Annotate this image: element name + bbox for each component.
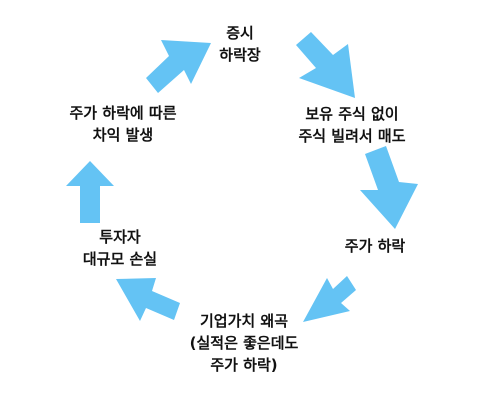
arrow-investorloss-to-profit — [66, 161, 114, 223]
node-line: 하락장 — [219, 46, 261, 64]
node-profit: 주가 하락에 따른 차익 발생 — [69, 102, 176, 146]
node-line: 대규모 손실 — [82, 250, 158, 268]
node-short-sale: 보유 주식 없이 주식 빌려서 매도 — [298, 103, 405, 147]
node-line: 증시 — [226, 24, 254, 42]
node-line: 차익 발생 — [92, 126, 154, 144]
node-line: 주식 빌려서 매도 — [298, 127, 406, 145]
node-value-distortion: 기업가치 왜곡 (실적은 좋은데도 주가 하락) — [190, 310, 299, 376]
arrow-pricedrop-to-distortion — [303, 276, 356, 322]
arrow-profit-to-market — [146, 40, 211, 93]
node-line: 기업가치 왜곡 — [199, 312, 289, 330]
node-line: (실적은 좋은데도 — [189, 334, 299, 352]
node-market-drop: 증시 하락장 — [219, 22, 260, 66]
node-line: 주가 하락 — [344, 237, 406, 255]
arrow-market-to-shortsale — [296, 32, 355, 98]
arrow-distortion-to-investorloss — [116, 278, 180, 321]
node-line: 주가 하락에 따른 — [69, 104, 177, 122]
node-price-drop: 주가 하락 — [345, 235, 405, 257]
node-line: 투자자 — [99, 228, 141, 246]
node-line: 보유 주식 없이 — [305, 105, 399, 123]
node-line: 주가 하락) — [210, 356, 278, 374]
arrow-shortsale-to-pricedrop — [360, 146, 418, 229]
node-investor-loss: 투자자 대규모 손실 — [83, 226, 157, 270]
